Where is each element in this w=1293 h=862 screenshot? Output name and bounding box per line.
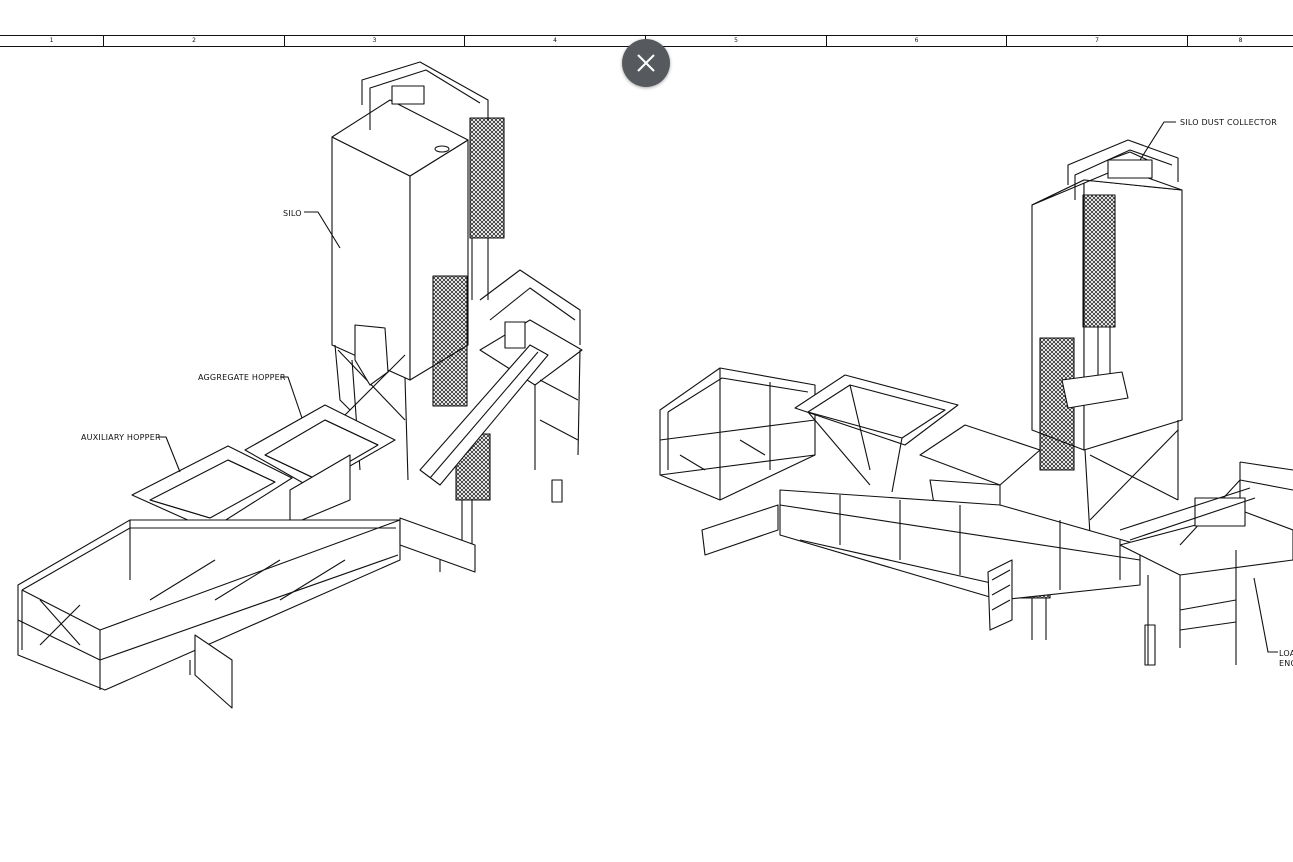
silo-leader <box>304 211 341 249</box>
aggregate-hopper-leader <box>280 376 303 419</box>
close-button[interactable] <box>622 39 670 87</box>
loadout-leader <box>1253 577 1278 653</box>
silo-top <box>331 99 469 177</box>
zone-label: 7 <box>1007 36 1188 46</box>
silo-top-box <box>391 85 425 105</box>
auxiliary-hopper <box>919 424 1041 486</box>
silo-cage-ladder-upper <box>1082 194 1116 328</box>
aggregate-hopper-label: AGGREGATE HOPPER <box>198 373 286 382</box>
auxiliary-hopper-label: AUXILIARY HOPPER <box>81 433 161 442</box>
silo-dust-collector-leader <box>1139 121 1176 161</box>
zone-label: 8 <box>1238 37 1243 44</box>
silo-dust-collector-label: SILO DUST COLLECTOR <box>1180 118 1277 127</box>
zone-label: 2 <box>104 36 285 46</box>
zone-label: 5 <box>646 36 827 46</box>
silo-cage-ladder-upper <box>469 117 505 239</box>
close-icon <box>637 54 655 72</box>
loadout-label-line2: ENC <box>1279 659 1293 668</box>
zone-label: 3 <box>285 36 465 46</box>
base-frame-box <box>659 367 816 501</box>
auxiliary-hopper-leader <box>158 436 181 473</box>
silo-cage-ladder-mid <box>432 275 468 407</box>
zone-label: 6 <box>827 36 1007 46</box>
silo-label: SILO <box>283 209 302 218</box>
loadout-label-line1: LOA <box>1279 649 1293 658</box>
zone-label: 1 <box>0 36 104 46</box>
